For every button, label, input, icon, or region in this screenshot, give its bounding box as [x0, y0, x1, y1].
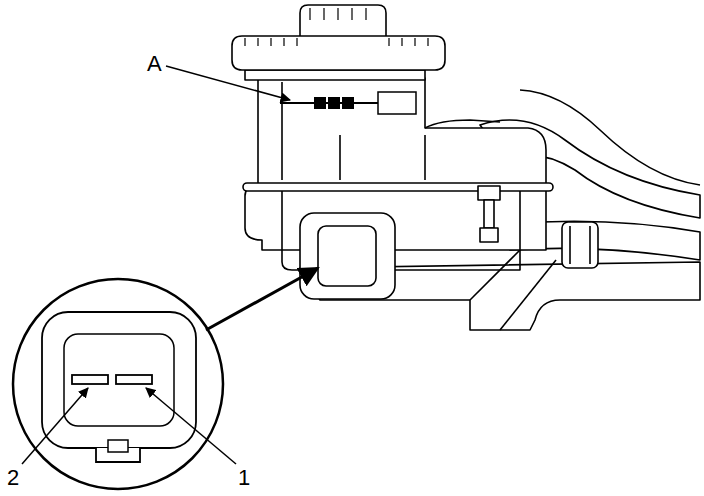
connector-inset: [64, 334, 174, 426]
callout-number: 1: [237, 467, 251, 489]
level-strip: [378, 92, 416, 114]
reservoir-body: [562, 222, 598, 268]
level-strip: [280, 92, 416, 114]
reservoir-body: [318, 226, 376, 286]
connector-inset: [42, 312, 196, 448]
connector-inset: [108, 440, 128, 452]
cap-ridges: [388, 38, 389, 46]
cap-ridges: [244, 38, 245, 46]
connector-inset: [72, 375, 108, 384]
leader-lines: [22, 388, 88, 464]
leader-lines: [146, 388, 236, 464]
reservoir-body: [245, 70, 425, 80]
leader-lines: [166, 66, 290, 100]
reservoir-body: [424, 135, 426, 180]
cap-ridges: [351, 8, 352, 20]
cap-ridges: [283, 38, 284, 46]
cap-ridges: [414, 38, 415, 46]
cap-ridges: [257, 38, 258, 46]
leader-lines: [206, 268, 318, 330]
leader-lines: [22, 66, 318, 464]
callout-number: 2: [6, 467, 20, 489]
reservoir-body: [589, 226, 591, 264]
reservoir-body: [281, 82, 283, 180]
callout-letter: A: [146, 53, 163, 75]
connector-inset: [13, 279, 223, 489]
cap-ridges: [337, 8, 338, 20]
cap-ridges: [245, 8, 428, 46]
cap-ridges: [427, 38, 428, 46]
level-strip: [314, 97, 326, 109]
reservoir-body: [232, 36, 445, 70]
level-strip: [328, 97, 340, 109]
cap-ridges: [296, 38, 297, 46]
cap-ridges: [270, 38, 271, 46]
reservoir-body: [232, 5, 700, 330]
reservoir-body: [520, 90, 700, 185]
reservoir-body: [243, 183, 553, 191]
reservoir-body: [425, 120, 500, 128]
level-strip: [342, 97, 354, 109]
connector-inset: [116, 375, 152, 384]
reservoir-body: [569, 226, 571, 264]
reservoir-body: [480, 228, 498, 242]
cap-ridges: [323, 8, 324, 20]
connector-inset: [13, 279, 223, 489]
reservoir-body: [484, 200, 494, 228]
reservoir-body: [339, 135, 341, 180]
cap-ridges: [365, 8, 366, 20]
cap-ridges: [401, 38, 402, 46]
reservoir-body: [300, 5, 386, 36]
reservoir-body: [300, 213, 395, 299]
reservoir-body: [478, 186, 500, 200]
cap-ridges: [309, 8, 310, 20]
